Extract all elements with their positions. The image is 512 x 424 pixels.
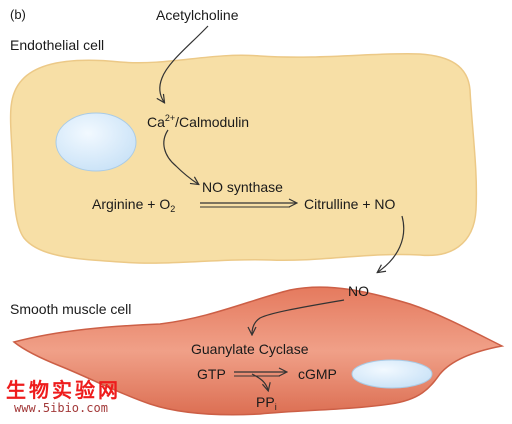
no-label: NO (348, 283, 369, 299)
cgmp-label: cGMP (298, 366, 337, 382)
citrulline-no-label: Citrulline + NO (304, 196, 396, 212)
arrow-no-exit (378, 215, 405, 272)
arginine-o2-label: Arginine + O2 (92, 196, 176, 214)
no-synthase-label: NO synthase (202, 179, 283, 195)
ppi-label: PPi (256, 394, 277, 412)
smooth-muscle-nucleus (351, 359, 433, 389)
arrow-no-to-guanylate-cyclase (252, 299, 345, 334)
arrow-to-ppi (251, 373, 268, 390)
panel-label: (b) (10, 7, 26, 22)
watermark-url: www.5ibio.com (14, 401, 108, 415)
endothelial-cell-label: Endothelial cell (10, 37, 105, 53)
smooth-muscle-cell-label: Smooth muscle cell (10, 301, 132, 317)
arrow-acetylcholine-to-ca (160, 25, 209, 102)
gtp-label: GTP (197, 366, 226, 382)
guanylate-cyclase-label: Guanylate Cyclase (191, 341, 309, 357)
arrow-ca-to-no-synthase (163, 129, 198, 184)
endothelial-cell-shape (9, 52, 478, 264)
ca-calmodulin-label: Ca2+/Calmodulin (147, 113, 250, 130)
endothelial-nucleus (55, 112, 137, 172)
acetylcholine-label: Acetylcholine (156, 7, 239, 23)
watermark-chinese: 生物实验网 (6, 378, 121, 402)
